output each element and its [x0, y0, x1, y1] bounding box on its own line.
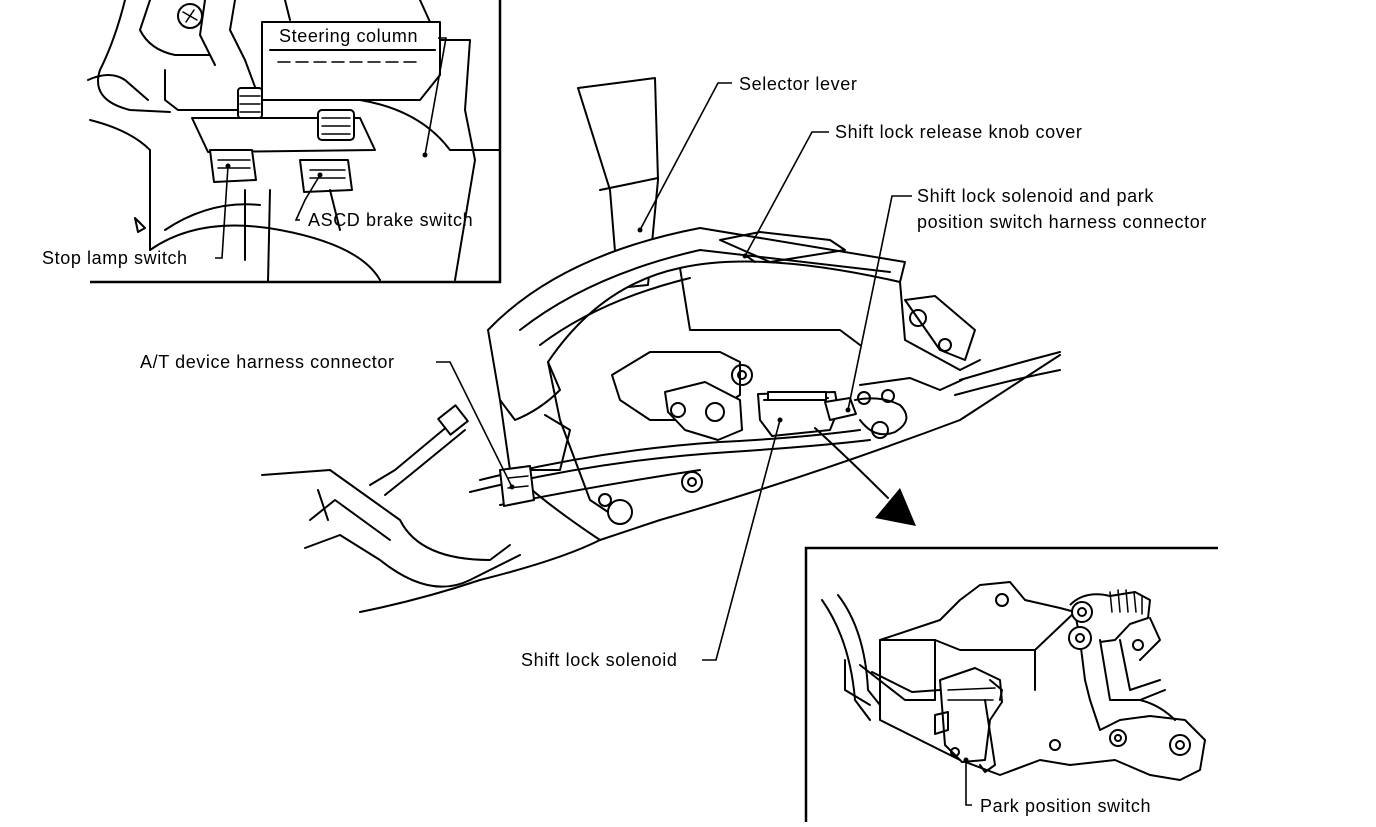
label-at-device-harness-connector: A/T device harness connector: [140, 352, 395, 372]
label-shift-lock-connector-line1: Shift lock solenoid and park: [917, 186, 1154, 206]
label-ascd-brake-switch: ASCD brake switch: [308, 210, 473, 230]
shifter-assembly: Selector lever Shift lock release knob c…: [140, 74, 1207, 670]
label-park-position-switch: Park position switch: [980, 796, 1151, 816]
inset-frame-top-left: [90, 0, 502, 284]
arrow-shaft: [814, 427, 889, 499]
inset-frame-bottom-right: [804, 546, 1218, 822]
brake-switch-inset: Steering column ASCD brake switch Stop l…: [42, 0, 502, 284]
park-switch-inset: Park position switch: [804, 546, 1218, 822]
label-shift-lock-connector-line2: position switch harness connector: [917, 212, 1207, 232]
label-stop-lamp-switch: Stop lamp switch: [42, 248, 188, 268]
arrow-head-icon: [875, 488, 916, 526]
label-shift-lock-release-knob-cover: Shift lock release knob cover: [835, 122, 1083, 142]
label-selector-lever: Selector lever: [739, 74, 857, 94]
label-shift-lock-solenoid: Shift lock solenoid: [521, 650, 677, 670]
label-steering-column: Steering column: [279, 26, 418, 46]
